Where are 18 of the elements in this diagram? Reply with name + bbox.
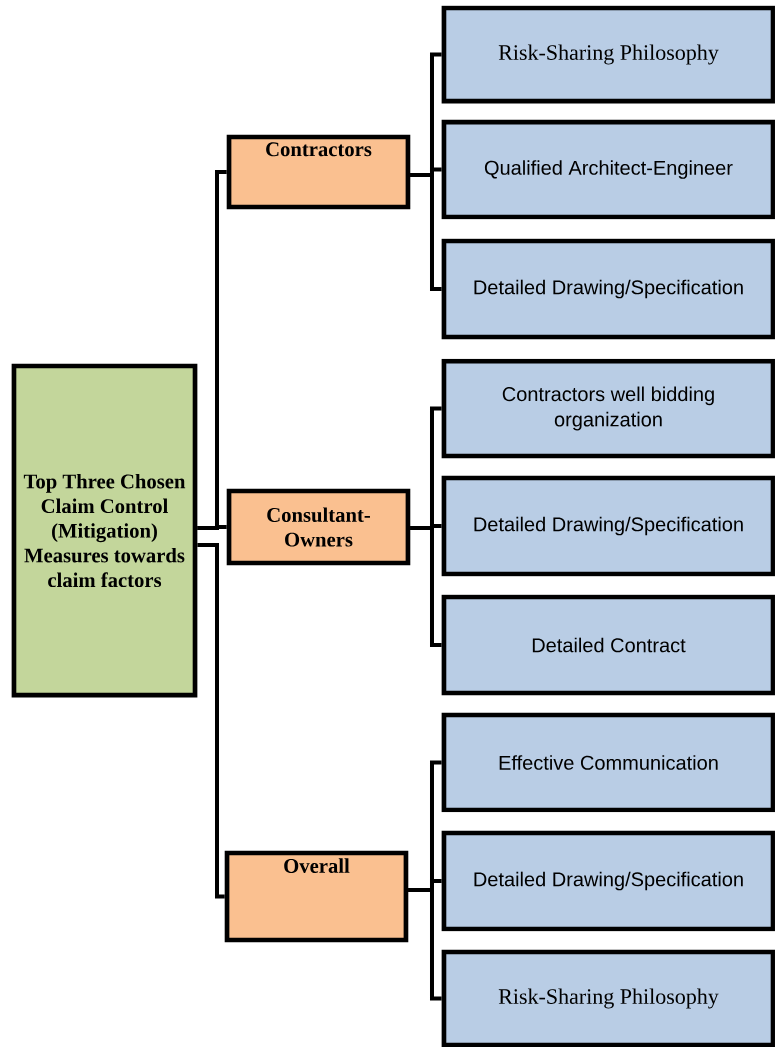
connector <box>408 888 442 1001</box>
category-box: Consultant-Owners <box>226 488 411 566</box>
category-box: Contractors <box>226 134 411 210</box>
measure-box: Detailed Contract <box>441 594 775 696</box>
measure-box: Effective Communication <box>441 712 775 813</box>
connector <box>410 173 442 291</box>
measure-box: Risk-Sharing Philosophy <box>441 5 775 104</box>
measure-box: Detailed Drawing/Specification <box>441 475 775 577</box>
measure-box: Contractors well bidding organization <box>441 358 775 459</box>
title-box: Top Three Chosen Claim Control (Mitigation) Measures towards claim factors <box>11 363 198 698</box>
measure-box: Qualified Architect-Engineer <box>441 119 775 220</box>
category-box: Overall <box>224 850 409 943</box>
connector <box>197 525 227 530</box>
connector <box>410 526 442 647</box>
measure-box: Risk-Sharing Philosophy <box>441 949 775 1047</box>
measure-box: Detailed Drawing/Specification <box>441 830 775 932</box>
connector <box>197 543 225 899</box>
measure-box: Detailed Drawing/Specification <box>441 238 775 340</box>
